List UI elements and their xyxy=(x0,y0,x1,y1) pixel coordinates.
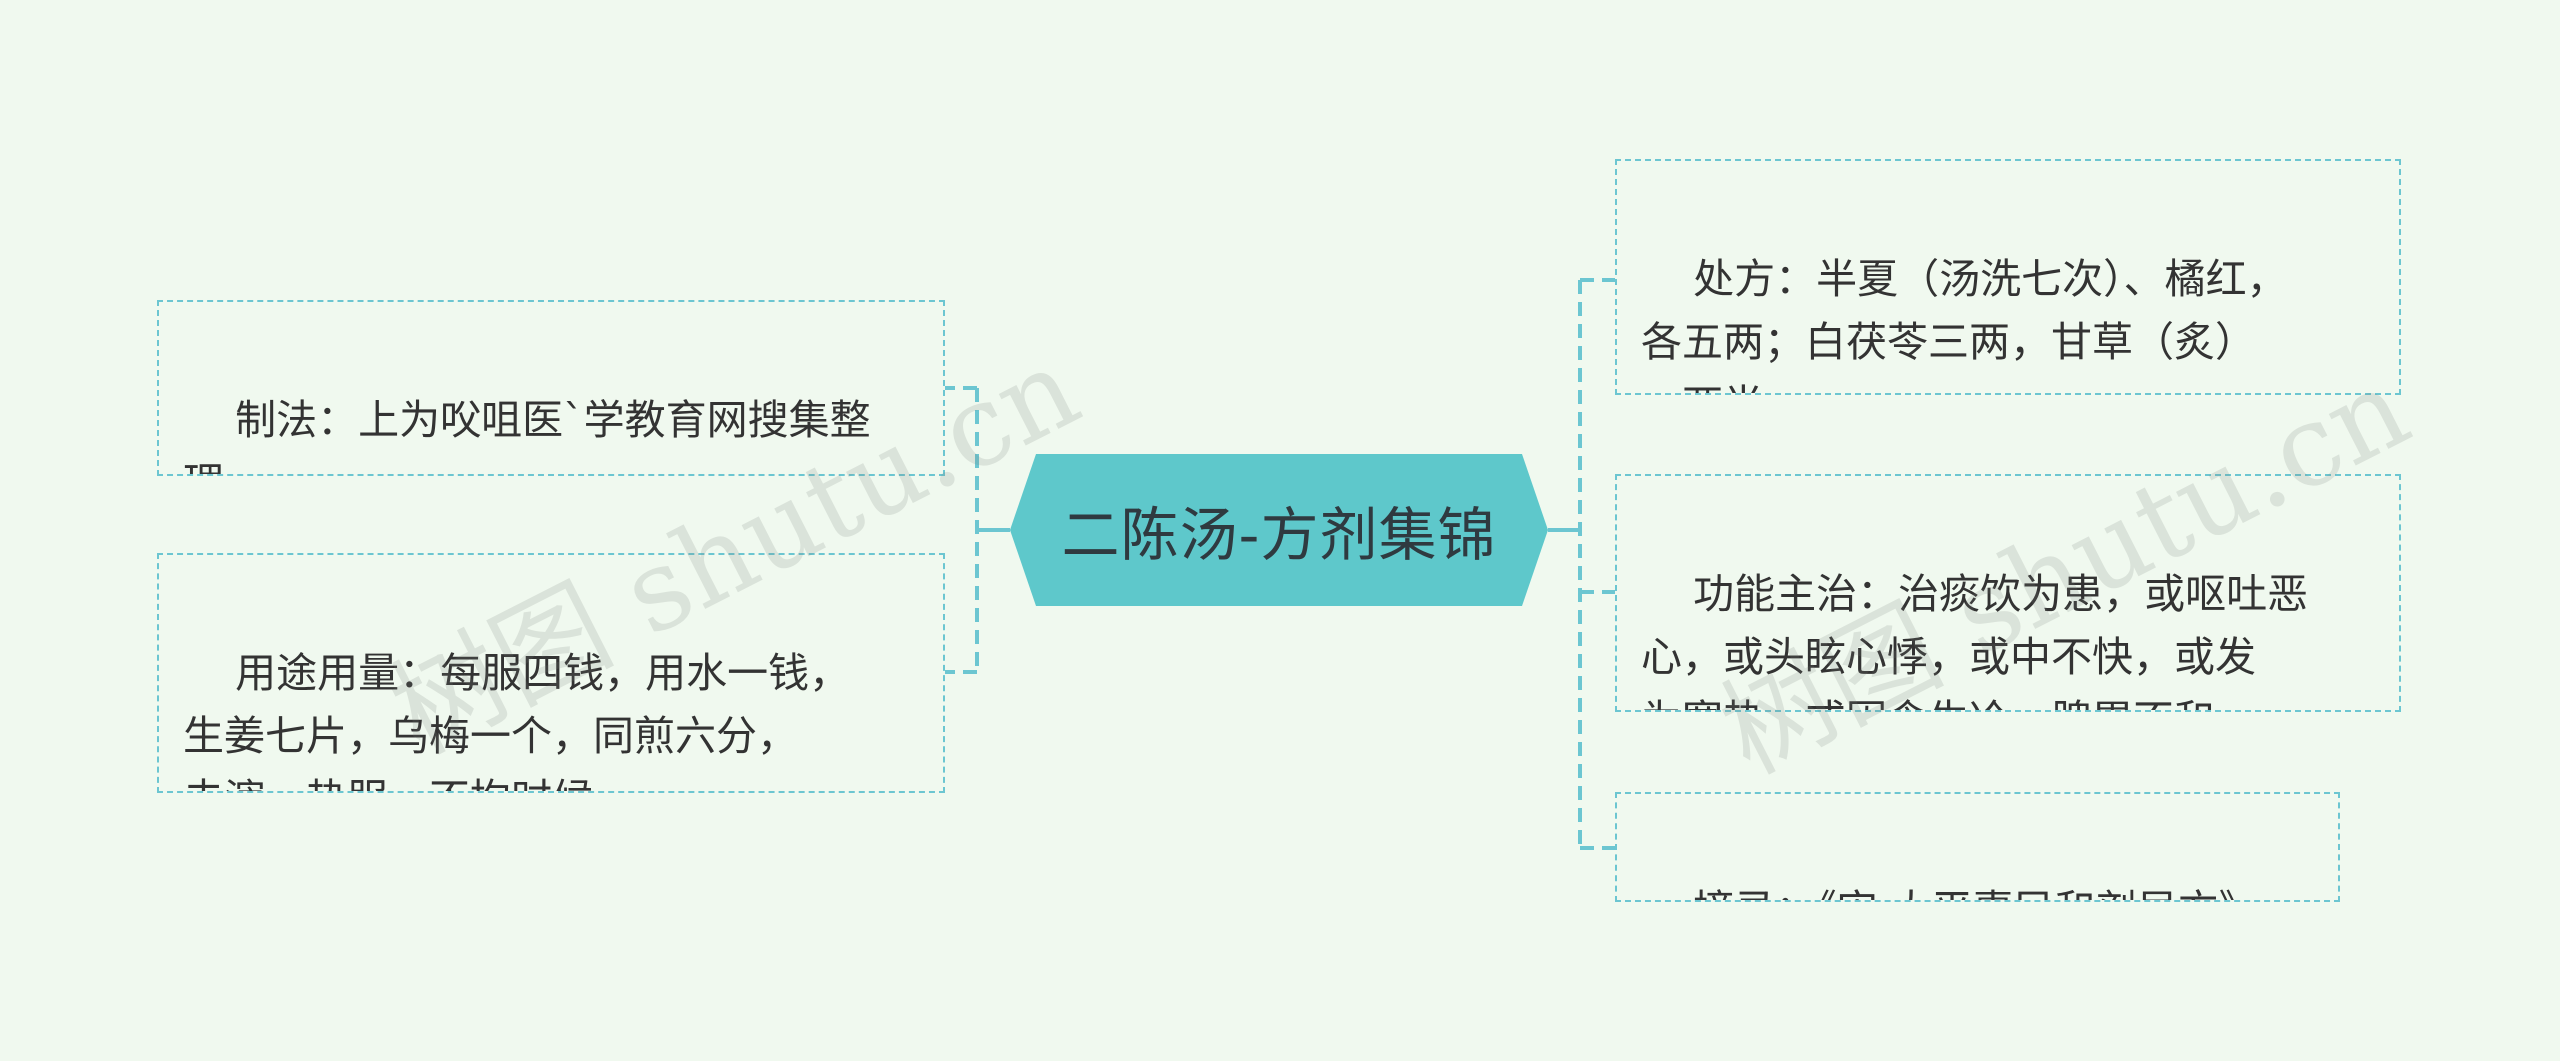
node-prescription[interactable]: 处方：半夏（汤洗七次）、橘红， 各五两；白茯苓三两，甘草（炙） 一两半。 xyxy=(1615,159,2401,395)
node-preparation-method[interactable]: 制法：上为㕮咀医`学教育网搜集整 理。 xyxy=(157,300,945,476)
node-prescription-text: 处方：半夏（汤洗七次）、橘红， 各五两；白茯苓三两，甘草（炙） 一两半。 xyxy=(1641,255,2288,393)
root-node-shape xyxy=(1010,454,1548,606)
node-excerpt-source[interactable]: 摘录：《宋·太平惠民和剂局方》 xyxy=(1615,792,2340,902)
root-node-label: 二陈汤-方剂集锦 xyxy=(1061,501,1497,569)
node-excerpt-source-text: 摘录：《宋·太平惠民和剂局方》 xyxy=(1693,886,2260,900)
node-preparation-method-text: 制法：上为㕮咀医`学教育网搜集整 理。 xyxy=(183,396,871,474)
root-node[interactable]: 二陈汤-方剂集锦 xyxy=(1010,454,1548,606)
node-usage-dosage-text: 用途用量：每服四钱，用水一钱， 生姜七片，乌梅一个，同煎六分， 去滓，热服，不拘… xyxy=(183,649,851,791)
node-usage-dosage[interactable]: 用途用量：每服四钱，用水一钱， 生姜七片，乌梅一个，同煎六分， 去滓，热服，不拘… xyxy=(157,553,945,793)
node-indications[interactable]: 功能主治：治痰饮为患，或呕吐恶 心，或头眩心悸，或中不快，或发 为寒热，或因食生… xyxy=(1615,474,2401,712)
node-indications-text: 功能主治：治痰饮为患，或呕吐恶 心，或头眩心悸，或中不快，或发 为寒热，或因食生… xyxy=(1641,570,2309,710)
